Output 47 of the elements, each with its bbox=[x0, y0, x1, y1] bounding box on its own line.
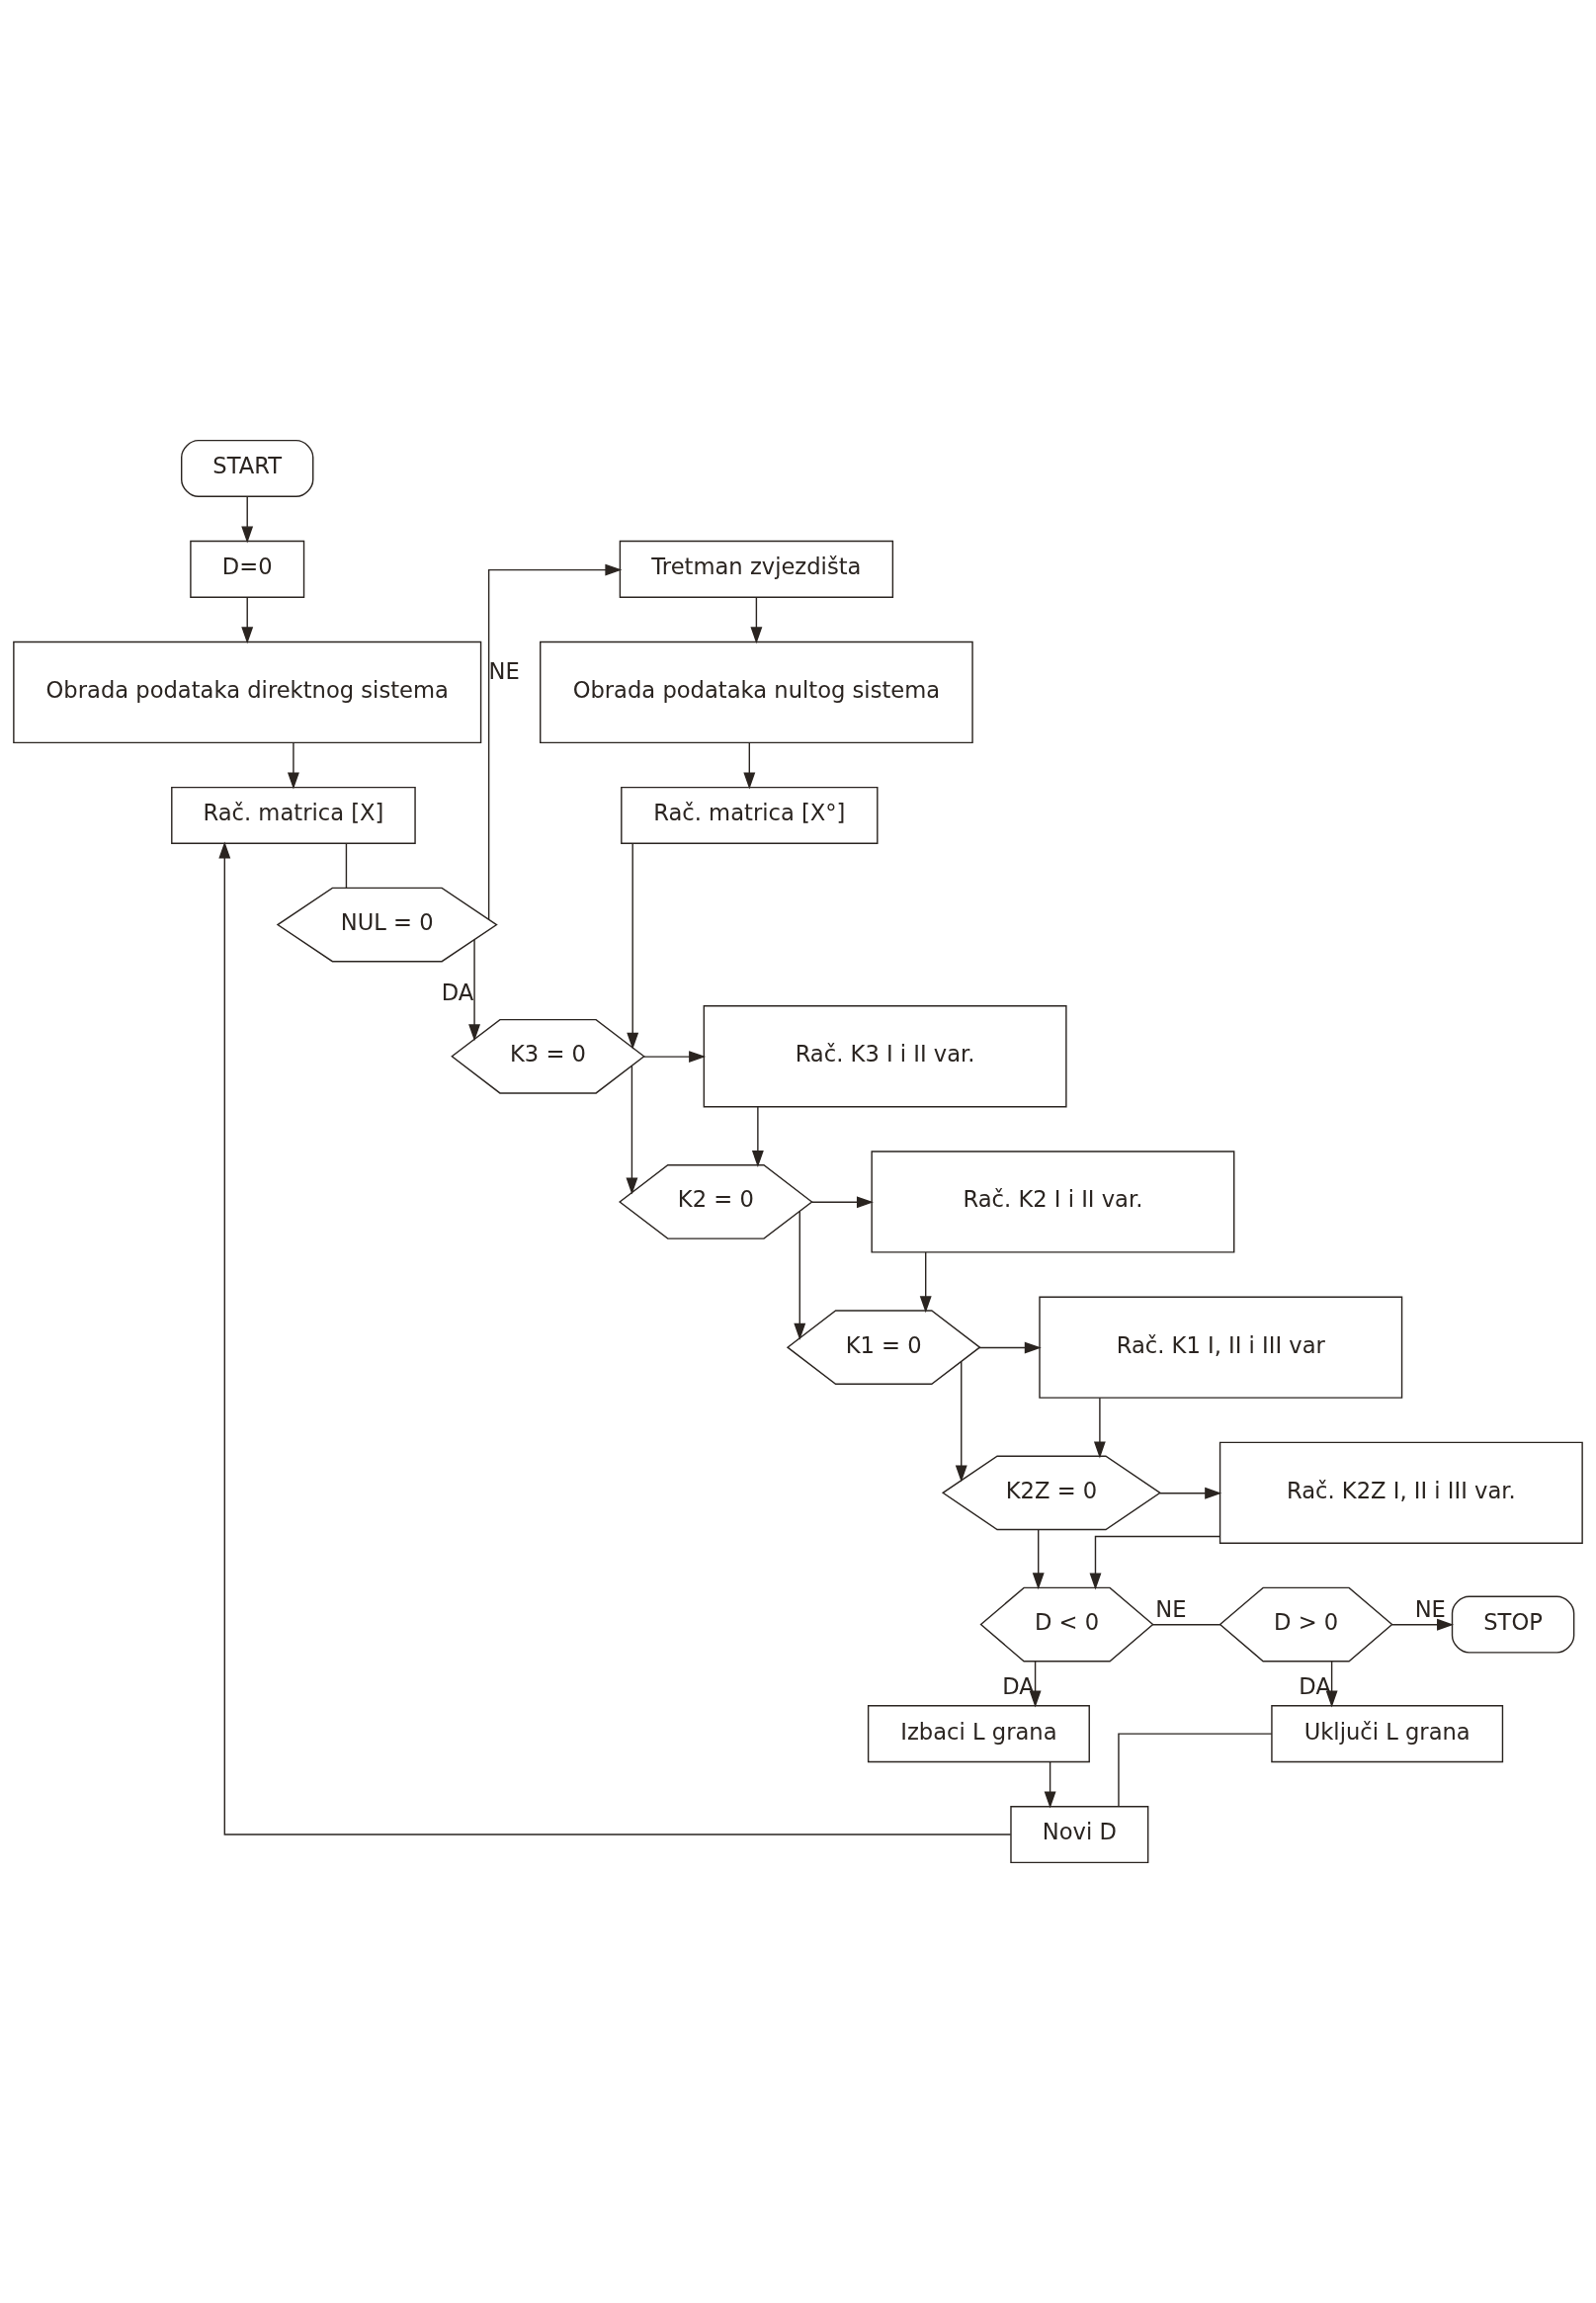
arrow bbox=[642, 1051, 707, 1064]
arrow bbox=[743, 741, 756, 790]
connector bbox=[1151, 1624, 1221, 1626]
node-box: Novi D bbox=[1010, 1806, 1149, 1864]
arrow bbox=[1032, 1528, 1045, 1590]
arrow bbox=[1089, 1535, 1221, 1590]
node-box: STOP bbox=[1451, 1595, 1575, 1654]
node-box: Obrada podataka nultog sistema bbox=[540, 640, 973, 744]
edge-label: NE bbox=[1155, 1596, 1187, 1623]
arrow bbox=[468, 939, 481, 1042]
node-box: Rač. K2 I i II var. bbox=[871, 1151, 1235, 1253]
connector bbox=[345, 842, 348, 890]
arrow bbox=[627, 842, 639, 1050]
edge-label: DA bbox=[1002, 1673, 1035, 1700]
arrow bbox=[241, 495, 254, 544]
edge-label: NE bbox=[488, 657, 520, 684]
edge-label: NE bbox=[1414, 1596, 1446, 1623]
node-box: Tretman zvjezdišta bbox=[619, 540, 894, 598]
arrow bbox=[1390, 1618, 1455, 1631]
arrow bbox=[218, 841, 1012, 1835]
node-box: D=0 bbox=[190, 540, 305, 598]
node-box: Obrada podataka direktnog sistema bbox=[13, 640, 482, 744]
arrow bbox=[919, 1251, 932, 1314]
arrow bbox=[978, 1341, 1042, 1354]
arrow bbox=[1093, 1397, 1106, 1459]
node-box: Rač. matrica [X°] bbox=[621, 786, 879, 844]
node-box: Rač. K3 I i II var. bbox=[703, 1005, 1067, 1108]
arrow bbox=[750, 597, 763, 644]
arrow bbox=[487, 563, 623, 920]
edge-label: DA bbox=[441, 980, 474, 1006]
arrow bbox=[287, 741, 299, 790]
arrow bbox=[1044, 1760, 1056, 1809]
arrow bbox=[1158, 1487, 1222, 1499]
node-box: Rač. K2Z I, II i III var. bbox=[1218, 1441, 1583, 1544]
arrow bbox=[794, 1210, 806, 1340]
edge-label: DA bbox=[1299, 1673, 1331, 1700]
connector bbox=[1118, 1733, 1273, 1808]
node-box: Izbaci L grana bbox=[867, 1705, 1090, 1763]
node-box: Rač. K1 I, II i III var bbox=[1039, 1296, 1403, 1399]
node-box: Uključi L grana bbox=[1271, 1705, 1504, 1763]
arrow bbox=[751, 1106, 764, 1168]
node-box: Rač. matrica [X] bbox=[171, 786, 416, 844]
arrow bbox=[955, 1361, 967, 1483]
node-box: START bbox=[181, 439, 314, 497]
arrow bbox=[626, 1065, 638, 1195]
arrow bbox=[241, 597, 254, 644]
arrow bbox=[810, 1196, 874, 1209]
